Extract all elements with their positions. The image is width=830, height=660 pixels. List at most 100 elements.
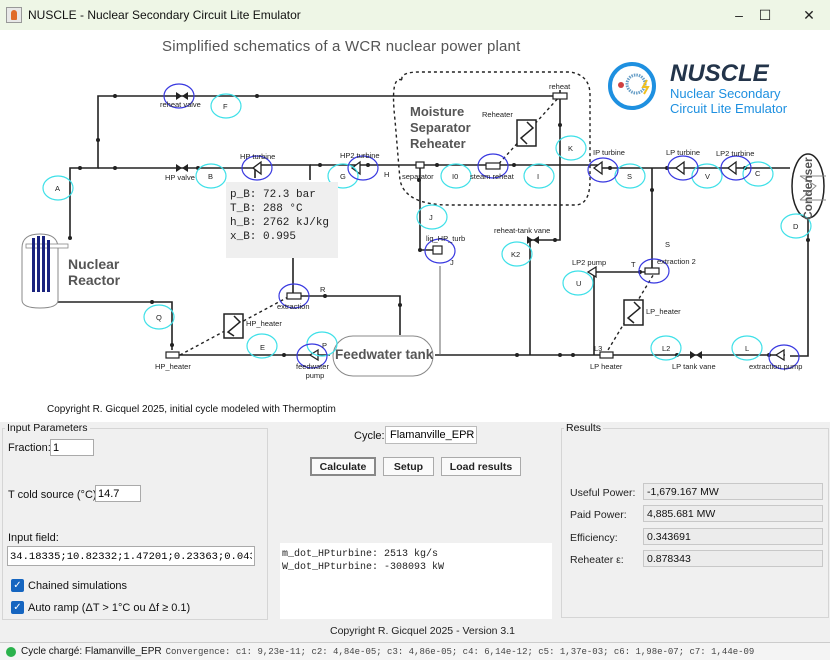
point-J[interactable]: J: [429, 213, 433, 222]
ip-turbine-label[interactable]: IP turbine: [593, 148, 625, 157]
point-J-liquid[interactable]: J: [450, 258, 454, 267]
state-info-box: p_B: 72.3 bar T_B: 288 °C h_B: 2762 kJ/k…: [226, 182, 338, 258]
msr-label: Moisture Separator Reheater: [410, 104, 471, 152]
pipe-reactor-inlet: [40, 301, 173, 350]
condenser: [791, 153, 826, 219]
chained-simulations-checkbox[interactable]: ✓: [11, 579, 24, 592]
extraction-label[interactable]: extraction: [277, 302, 310, 311]
reactor-label-line2: Reactor: [68, 272, 121, 288]
lp2-turbine-label[interactable]: LP2 turbine: [716, 149, 755, 158]
reheat-tank-vane-label[interactable]: reheat-tank vane: [494, 226, 551, 235]
reactor-vessel: [21, 233, 69, 309]
point-T[interactable]: T: [631, 260, 636, 269]
steam-reheat-label[interactable]: steam reheat: [470, 172, 514, 181]
convergence-text: Convergence: c1: 9,23e-11; c2: 4,84e-05;…: [165, 646, 755, 657]
point-K[interactable]: K: [568, 144, 574, 153]
point-I[interactable]: I: [537, 172, 540, 181]
point-E[interactable]: E: [260, 343, 266, 352]
title-bar: NUSCLE - Nuclear Secondary Circuit Lite …: [0, 0, 830, 30]
auto-ramp-label: Auto ramp (ΔT > 1°C ou Δf ≥ 0.1): [28, 602, 191, 614]
separator-label[interactable]: separator: [402, 172, 434, 181]
point-V[interactable]: V: [705, 172, 711, 181]
schematic-panel: Simplified schematics of a WCR nuclear p…: [0, 30, 830, 422]
point-S-extraction[interactable]: S: [665, 240, 671, 249]
point-L2[interactable]: L2: [662, 344, 671, 353]
lp-heater-label[interactable]: LP heater: [590, 362, 623, 371]
point-U[interactable]: U: [576, 279, 582, 288]
point-K2[interactable]: K2: [511, 250, 521, 259]
point-A[interactable]: A: [55, 184, 61, 193]
point-R[interactable]: R: [320, 285, 326, 294]
fraction-label: Fraction:: [8, 442, 51, 454]
results-title: Results: [564, 422, 604, 434]
logo-subtitle: Nuclear Secondary Circuit Lite Emulator: [670, 86, 787, 116]
output-text-area[interactable]: m_dot_HPturbine: 2513 kg/s W_dot_HPturbi…: [280, 543, 552, 619]
input-field-label: Input field:: [8, 532, 59, 544]
components-small: [165, 92, 660, 359]
point-D[interactable]: D: [793, 222, 799, 231]
point-F[interactable]: F: [223, 102, 228, 111]
close-button[interactable]: ✕: [803, 6, 815, 23]
reheat-label[interactable]: reheat: [549, 82, 571, 91]
component-markers: [163, 83, 800, 370]
point-H[interactable]: H: [384, 170, 390, 179]
setup-button[interactable]: Setup: [383, 457, 434, 476]
point-I0[interactable]: I0: [452, 172, 459, 181]
hp-valve-label[interactable]: HP valve: [165, 173, 195, 182]
version-copyright: Copyright R. Gicquel 2025 - Version 3.1: [330, 625, 516, 637]
logo-name: NUSCLE: [670, 60, 769, 87]
plant-diagram: [21, 62, 826, 377]
reactor-label: Nuclear Reactor: [68, 256, 120, 288]
lp-turbine-label[interactable]: LP turbine: [666, 148, 701, 157]
lp-heater-exchanger-label[interactable]: LP_heater: [646, 307, 681, 316]
lp-tank-vane-label[interactable]: LP tank vane: [672, 362, 716, 371]
point-L3[interactable]: L3: [594, 344, 603, 353]
point-B[interactable]: B: [208, 172, 214, 181]
hp-turbine-label[interactable]: HP turbine: [240, 152, 276, 161]
chained-simulations-label: Chained simulations: [28, 580, 128, 592]
msr-label-line3: Reheater: [410, 136, 466, 151]
state-point-markers: [42, 93, 812, 361]
chevron-down-icon: ⌵: [465, 428, 472, 438]
msr-label-line2: Separator: [410, 120, 471, 135]
point-Q[interactable]: Q: [156, 313, 162, 322]
feedwater-pump-label[interactable]: feedwater pump: [296, 362, 329, 380]
reheater-label[interactable]: Reheater: [482, 110, 513, 119]
point-L[interactable]: L: [745, 344, 750, 353]
hp-heater-label[interactable]: HP_heater: [155, 362, 191, 371]
efficiency-value: 0.343691: [643, 528, 823, 545]
paid-power-value: 4,885.681 MW: [643, 505, 823, 522]
minimize-button[interactable]: –: [735, 7, 743, 23]
point-C[interactable]: C: [755, 169, 761, 178]
lp2-pump-label[interactable]: LP2 pump: [572, 258, 607, 267]
results-panel: [561, 428, 829, 618]
status-indicator-icon: [6, 646, 16, 657]
fraction-input[interactable]: [50, 439, 94, 456]
point-G[interactable]: G: [340, 172, 346, 181]
input-field[interactable]: [7, 546, 255, 566]
point-S[interactable]: S: [627, 172, 633, 181]
valves: [176, 92, 702, 359]
hp-heater-exchanger-label[interactable]: HP_heater: [246, 319, 282, 328]
extraction2-label[interactable]: extraction 2: [657, 257, 696, 266]
cycle-label: Cycle:: [354, 430, 385, 442]
tcold-input[interactable]: [95, 485, 141, 502]
logo-subtitle-line1: Nuclear Secondary: [670, 86, 781, 101]
load-results-button[interactable]: Load results: [441, 457, 521, 476]
point-P[interactable]: P: [322, 341, 328, 350]
calculate-button[interactable]: Calculate: [310, 457, 376, 476]
auto-ramp-checkbox[interactable]: ✓: [11, 601, 24, 614]
extraction-pump-label[interactable]: extraction pump: [749, 362, 803, 371]
hp2-turbine-label[interactable]: HP2 turbine: [340, 151, 380, 160]
status-text: Cycle chargé: Flamanville_EPR: [21, 646, 162, 657]
reheat-valve-label[interactable]: reheat valve: [160, 100, 201, 109]
cycle-select[interactable]: Flamanville_EPR ⌵: [385, 426, 477, 444]
pipe-reheat-drain: [530, 96, 561, 241]
efficiency-label: Efficiency:: [570, 532, 618, 544]
state-pressure: p_B: 72.3 bar: [230, 189, 316, 201]
maximize-button[interactable]: ☐: [758, 6, 772, 23]
schematic-title: Simplified schematics of a WCR nuclear p…: [162, 38, 521, 55]
feedwater-pump-label-line2: pump: [305, 371, 325, 380]
output-mass-flow: m_dot_HPturbine: 2513 kg/s: [282, 549, 439, 560]
liq-hp-turb-label[interactable]: liq_HP_turb: [426, 234, 466, 243]
